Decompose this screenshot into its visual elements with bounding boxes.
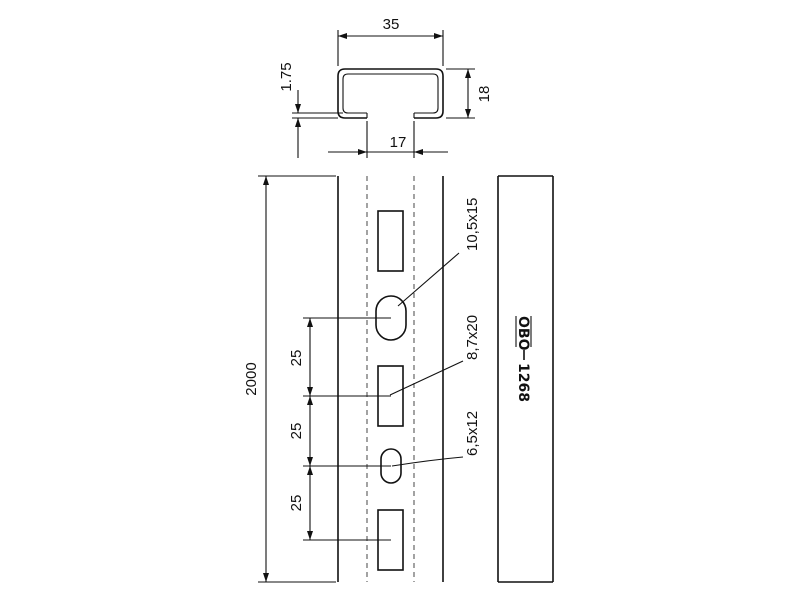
dim-profile-width: 35	[337, 16, 444, 66]
profile-outer-contour	[337, 68, 444, 119]
leader-large-slot	[397, 252, 460, 307]
dim-profile-thickness: 1.75	[278, 62, 343, 158]
leader-small-slot	[391, 456, 464, 467]
product-marking: OBO 1268	[515, 316, 532, 402]
rail-side-view: OBO 1268	[497, 175, 554, 583]
dim-profile-height: 18	[446, 68, 493, 119]
dim-rail-length: 2000	[243, 175, 336, 583]
hole-rect-slot-top	[377, 210, 404, 272]
dim-profile-opening: 17	[328, 121, 448, 158]
callout-small-slot: 6,5x12	[464, 411, 481, 456]
dim-pitch-a-label: 25	[288, 350, 305, 367]
dim-hole-pitches: 25 25 25	[288, 317, 391, 541]
profile-cross-section	[337, 68, 444, 119]
dim-pitch-c-label: 25	[288, 495, 305, 512]
dim-profile-thickness-label: 1.75	[278, 62, 295, 91]
marking-code: 1268	[515, 363, 531, 402]
profile-inner-contour	[342, 73, 439, 114]
dim-profile-height-label: 18	[476, 86, 493, 103]
dim-rail-length-label: 2000	[243, 362, 260, 395]
hole-callouts: 10,5x15 8,7x20 6,5x12	[389, 198, 481, 467]
rail-front-view	[337, 176, 444, 582]
leader-rect-slot	[389, 360, 464, 396]
callout-large-slot: 10,5x15	[464, 198, 481, 251]
dim-pitch-b-label: 25	[288, 423, 305, 440]
marking-brand: OBO	[515, 316, 531, 351]
dim-profile-width-label: 35	[383, 16, 400, 33]
callout-rect-slot: 8,7x20	[464, 315, 481, 360]
dim-profile-opening-label: 17	[390, 134, 407, 151]
